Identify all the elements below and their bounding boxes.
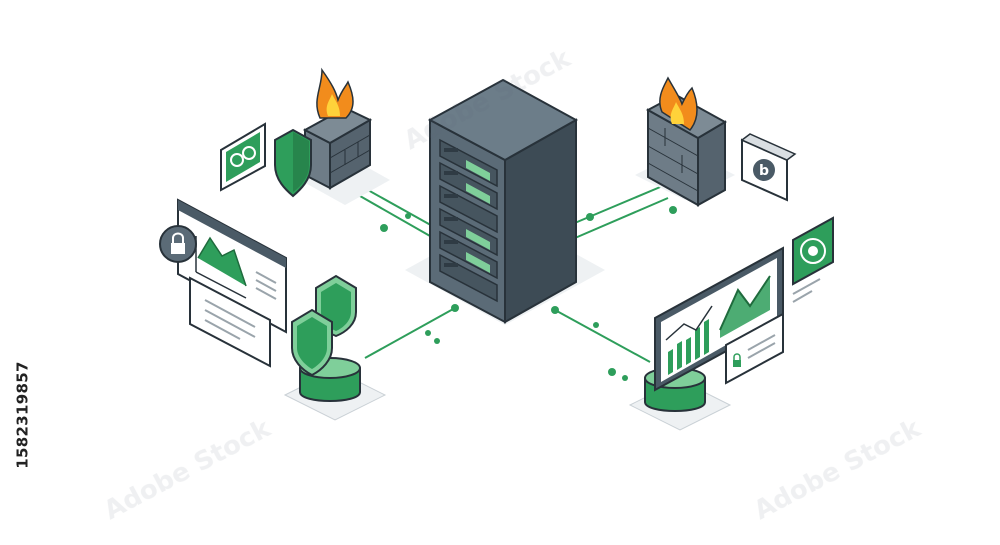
stock-id-label: 1582319857	[8, 300, 38, 530]
firewall-icon-left	[274, 67, 390, 205]
svg-text:Adobe Stock: Adobe Stock	[99, 413, 276, 526]
svg-text:Adobe Stock: Adobe Stock	[749, 413, 926, 526]
stock-id-text: 1582319857	[14, 361, 32, 469]
area-chart-icon	[719, 275, 771, 338]
analytics-dashboard-icon	[628, 246, 784, 431]
target-icon	[792, 216, 834, 303]
svg-text:b: b	[759, 163, 769, 179]
chart-icon	[195, 236, 247, 299]
shield-icon	[291, 308, 333, 377]
fire-icon	[316, 67, 354, 119]
server-status-lights	[466, 160, 490, 273]
database-shield-icon	[283, 274, 387, 421]
bar-chart-icon	[668, 319, 709, 375]
lock-icon	[733, 353, 741, 367]
shield-icon	[274, 128, 312, 198]
locked-browser-window	[159, 198, 287, 368]
firewall-icon-right	[635, 76, 735, 207]
link-icon	[220, 122, 266, 192]
fire-icon	[659, 76, 698, 131]
server-rack-icon	[405, 78, 605, 325]
server-vents	[444, 148, 458, 267]
b-badge-icon: b	[740, 133, 797, 202]
lock-icon	[159, 225, 197, 263]
network-connectors	[349, 179, 669, 363]
